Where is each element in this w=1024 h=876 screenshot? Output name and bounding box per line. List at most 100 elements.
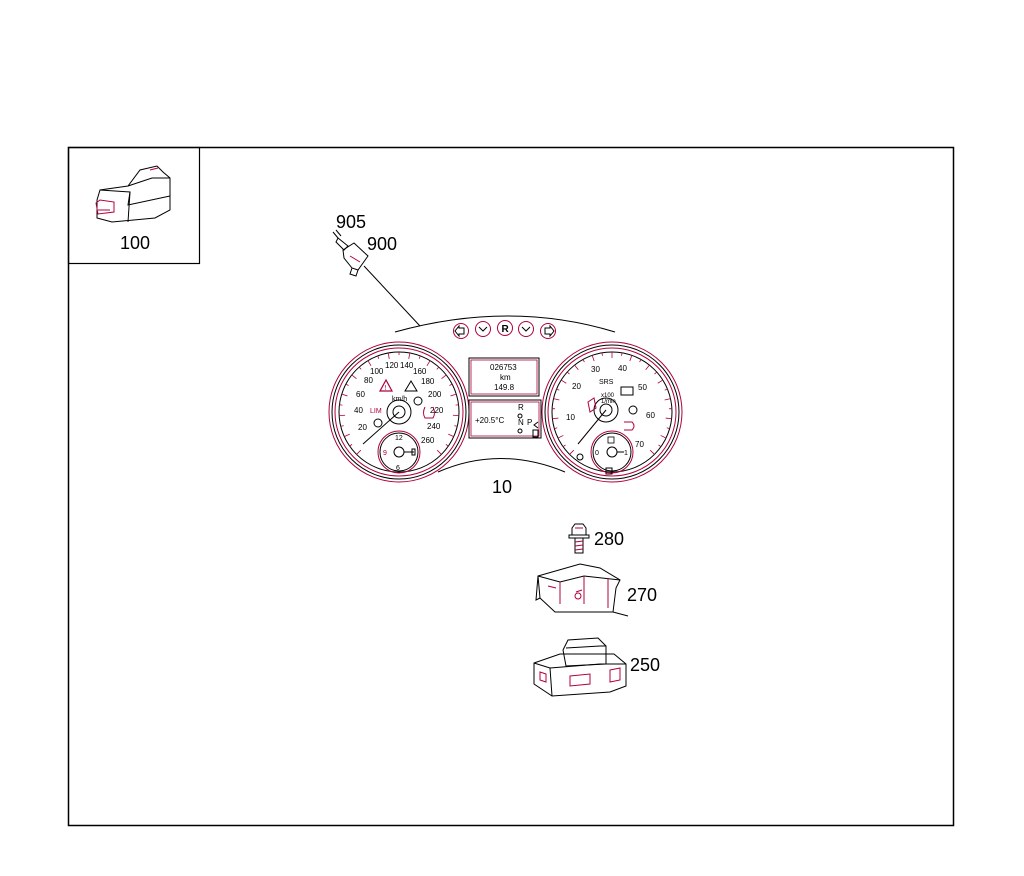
speed-tick-mark: [351, 374, 357, 380]
tach-tick: 10: [566, 413, 575, 422]
odometer-unit: km: [500, 373, 511, 382]
chevron-down-icon[interactable]: [478, 326, 488, 332]
reset-icon[interactable]: R: [502, 324, 510, 335]
part-900-socket[interactable]: [342, 242, 369, 277]
tach-tick: 30: [591, 365, 600, 374]
label-100: 100: [120, 233, 150, 253]
speed-tick-mark: [345, 383, 349, 386]
part-250-control-unit[interactable]: [533, 637, 627, 697]
tach-tick-mark: [553, 398, 560, 401]
label-900: 900: [367, 234, 397, 254]
odometer-display: 026753 km 149.8: [468, 357, 540, 397]
speed-tick-mark: [377, 355, 380, 359]
speed-tick-mark: [358, 366, 362, 370]
part-270-bracket[interactable]: [535, 563, 629, 617]
subdial-tick: 6: [396, 465, 400, 472]
tach-tick: 60: [646, 411, 655, 420]
tach-tick-mark: [664, 388, 668, 391]
arrow-right-icon[interactable]: [544, 324, 555, 338]
speed-tick-mark: [367, 360, 372, 366]
tach-tick: 50: [638, 383, 647, 392]
diagram-frame: [67, 146, 955, 827]
instrument-cluster[interactable]: R 20 40 60 80 100 120 140 160 180 200: [328, 315, 683, 483]
tachometer: 10 20 30 40 50 60 70 SRS x100 1/min 0 1: [541, 341, 683, 483]
seatbelt-icon: [587, 397, 597, 413]
tach-tick: 20: [572, 382, 581, 391]
speed-tick-mark: [340, 425, 344, 427]
speed-unit: km/h: [392, 396, 407, 403]
tach-tick-mark: [649, 449, 655, 455]
park-brake-icon: [373, 418, 383, 428]
speed-tick: 140: [400, 361, 414, 370]
warning-triangle-icon: [378, 378, 394, 392]
tach-tick: 40: [618, 364, 627, 373]
srs-label: SRS: [599, 379, 614, 386]
part-100-connector[interactable]: [95, 165, 171, 223]
tach-tick-mark: [658, 444, 662, 448]
fuel-full: 1: [624, 450, 628, 457]
label-280: 280: [594, 529, 624, 549]
engine-icon: [620, 386, 634, 396]
speed-tick-mark: [356, 449, 362, 455]
speed-tick: 160: [413, 367, 427, 376]
tach-tick-mark: [569, 449, 575, 455]
brake-pad-icon: [628, 405, 638, 415]
tach-tick-mark: [629, 355, 633, 362]
brake-warning-icon: [413, 396, 423, 406]
speed-tick-mark: [441, 374, 447, 380]
tach-tick-mark: [654, 371, 658, 375]
tach-tick-mark: [582, 359, 585, 363]
gear-p: P: [527, 418, 532, 427]
speed-tick: 240: [427, 422, 441, 431]
coolant-icon: [605, 467, 613, 475]
lim-label: LIM: [370, 408, 382, 415]
headlight-icon: [624, 421, 635, 431]
speed-tick: 80: [364, 376, 373, 385]
speed-tick-mark: [450, 393, 457, 397]
tach-tick-mark: [665, 417, 672, 420]
speed-tick-mark: [387, 352, 390, 359]
subdial-tick: 9: [383, 450, 387, 457]
tach-tick-mark: [666, 427, 670, 429]
tach-tick-mark: [560, 379, 567, 384]
tach-tick-mark: [591, 355, 595, 362]
odometer-value: 026753: [490, 363, 517, 372]
fuel-pump-icon: [607, 436, 615, 444]
speed-tick-mark: [436, 366, 440, 370]
speed-tick: 260: [421, 436, 435, 445]
cluster-buttons: R: [453, 320, 556, 339]
speed-tick: 120: [385, 361, 399, 370]
arrow-left-icon[interactable]: [454, 324, 465, 338]
label-270: 270: [627, 585, 657, 605]
speed-tick: 100: [370, 367, 384, 376]
tach-tick-mark: [566, 371, 570, 375]
speed-tick-mark: [445, 444, 449, 447]
speed-tick-mark: [426, 360, 431, 366]
speed-tick-mark: [436, 449, 442, 455]
tach-tick: 70: [635, 440, 644, 449]
speed-tick-mark: [408, 352, 411, 359]
tach-tick-mark: [574, 364, 579, 371]
traction-warning-icon: [404, 380, 418, 392]
tach-tick-mark: [621, 352, 623, 356]
tach-tick-mark: [557, 435, 564, 439]
chevron-down-icon[interactable]: [521, 326, 531, 332]
tach-tick-mark: [554, 427, 558, 429]
part-280-screw[interactable]: [568, 523, 590, 554]
subdial-tick: 12: [395, 435, 403, 442]
speed-tick: 20: [358, 423, 367, 432]
speed-tick-mark: [418, 355, 421, 359]
speed-tick-mark: [454, 425, 458, 427]
part-905-bulb[interactable]: [332, 229, 349, 251]
gear-r: R: [518, 403, 524, 412]
rpm-multiplier: x100: [601, 393, 615, 399]
rpm-unit: 1/min: [601, 399, 616, 405]
fuel-empty: 0: [595, 450, 599, 457]
label-10: 10: [492, 477, 512, 497]
gear-n: N: [518, 418, 524, 427]
inset-frame: [67, 146, 201, 265]
tach-tick-mark: [645, 364, 650, 371]
speed-tick-mark: [341, 393, 348, 397]
label-250: 250: [630, 655, 660, 675]
